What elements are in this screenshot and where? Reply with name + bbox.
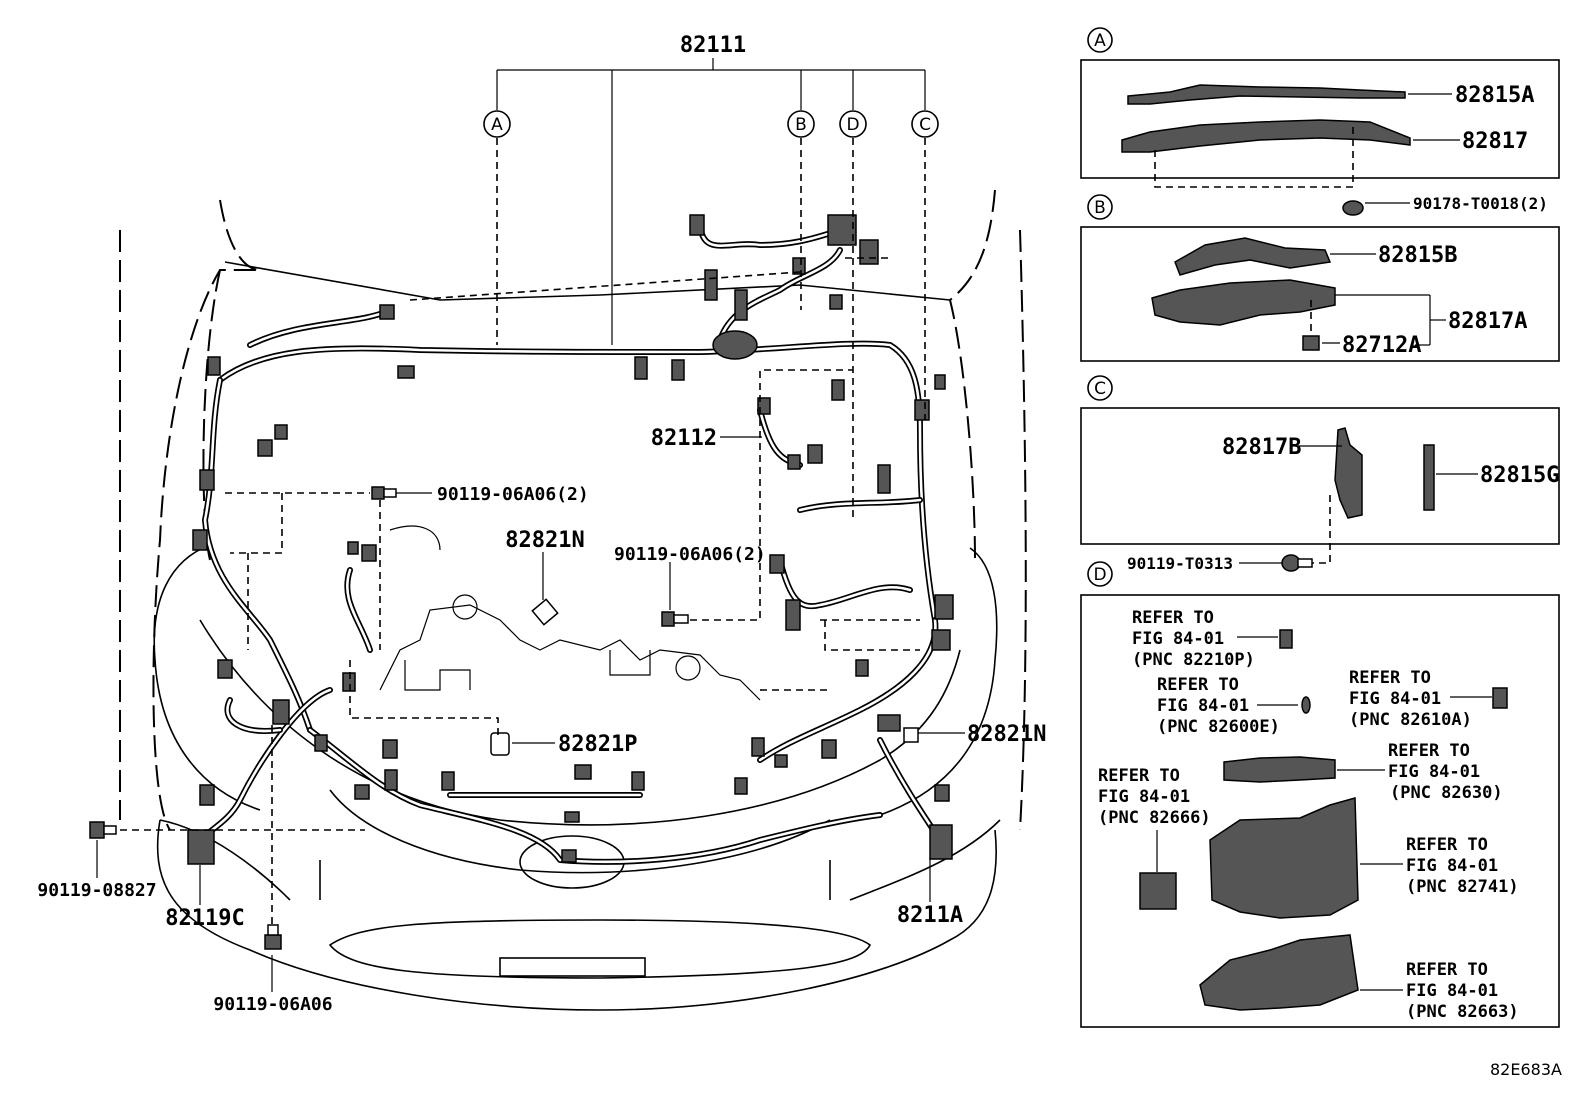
label-82821P: 82821P	[558, 732, 637, 757]
panel-C: C 82817B 82815G 90119-T0313	[1080, 375, 1560, 573]
label-bolt-upper-left: 90119-06A06(2)	[437, 484, 589, 505]
ref-82600E-line1: REFER TO	[1157, 675, 1239, 695]
label-bolt-lower-left: 90119-08827	[37, 880, 156, 901]
label-82815A: 82815A	[1455, 83, 1534, 108]
ref-82663-line3: (PNC 82663)	[1406, 1002, 1519, 1022]
ref-82630-line1: REFER TO	[1388, 741, 1470, 761]
main-leader-lines	[96, 58, 965, 992]
ref-82210P-line2: FIG 84-01	[1132, 629, 1224, 649]
callout-A: A	[483, 110, 511, 138]
svg-text:C: C	[919, 115, 931, 135]
bolt-icon	[264, 924, 282, 950]
harness-connectors	[187, 214, 954, 865]
label-8211A: 8211A	[897, 903, 963, 928]
callout-C: C	[911, 110, 939, 138]
main-bolts	[89, 486, 689, 950]
ref-82610A-line1: REFER TO	[1349, 668, 1431, 688]
label-82112: 82112	[651, 426, 717, 451]
vehicle-body-outline	[119, 189, 1027, 1011]
label-82817: 82817	[1462, 129, 1528, 154]
ref-82600E-line3: (PNC 82600E)	[1157, 717, 1280, 737]
label-82817A: 82817A	[1448, 309, 1527, 334]
ref-82610A-line2: FIG 84-01	[1349, 689, 1441, 709]
label-82815B: 82815B	[1378, 243, 1457, 268]
ref-82600E-line2: FIG 84-01	[1157, 696, 1249, 716]
bolt-icon	[371, 486, 397, 500]
label-82817B: 82817B	[1222, 435, 1301, 460]
figure-code: 82E683A	[1490, 1060, 1562, 1079]
label-90119-T0313: 90119-T0313	[1127, 554, 1233, 573]
ref-82663-line2: FIG 84-01	[1406, 981, 1498, 1001]
engine-room-harness-82111	[197, 217, 943, 865]
label-90178-T0018: 90178-T0018(2)	[1413, 194, 1548, 213]
label-82821N-center: 82821N	[505, 528, 584, 553]
label-bolt-bottom: 90119-06A06	[213, 994, 332, 1015]
svg-text:B: B	[1094, 198, 1106, 218]
ref-82663-line1: REFER TO	[1406, 960, 1488, 980]
label-82111: 82111	[680, 33, 746, 58]
ref-82666-line3: (PNC 82666)	[1098, 808, 1211, 828]
ref-82210P-line3: (PNC 82210P)	[1132, 650, 1255, 670]
svg-text:D: D	[1093, 565, 1106, 585]
ref-82630-line2: FIG 84-01	[1388, 762, 1480, 782]
svg-text:D: D	[846, 115, 859, 135]
ref-82666-line2: FIG 84-01	[1098, 787, 1190, 807]
label-82815G: 82815G	[1480, 463, 1559, 488]
ref-82741-line3: (PNC 82741)	[1406, 877, 1519, 897]
ref-82666-line1: REFER TO	[1098, 766, 1180, 786]
ref-82741-line1: REFER TO	[1406, 835, 1488, 855]
callout-B: B	[787, 110, 815, 138]
callout-D: D	[839, 110, 867, 138]
ref-82210P-line1: REFER TO	[1132, 608, 1214, 628]
panel-A: A 82815A 82817 90178-T0018(2)	[1080, 27, 1560, 216]
ref-82630-line3: (PNC 82630)	[1390, 783, 1503, 803]
ref-82610A-line3: (PNC 82610A)	[1349, 710, 1472, 730]
engine-outline	[379, 525, 761, 701]
bolt-icon	[661, 611, 689, 627]
bolt-icon	[89, 821, 117, 839]
label-82712A: 82712A	[1342, 333, 1421, 358]
svg-text:A: A	[491, 115, 503, 135]
svg-text:B: B	[795, 115, 807, 135]
label-82821N-right: 82821N	[967, 722, 1046, 747]
label-82119C: 82119C	[165, 906, 244, 931]
svg-text:C: C	[1094, 379, 1106, 399]
label-bolt-center: 90119-06A06(2)	[614, 544, 766, 565]
panel-D: D REFER TO FIG 84-01 (PNC 82210P) REFER …	[1080, 561, 1560, 1028]
ref-82741-line2: FIG 84-01	[1406, 856, 1498, 876]
svg-text:A: A	[1094, 31, 1106, 51]
panel-B: B 82815B 82817A 82712A	[1080, 194, 1560, 362]
